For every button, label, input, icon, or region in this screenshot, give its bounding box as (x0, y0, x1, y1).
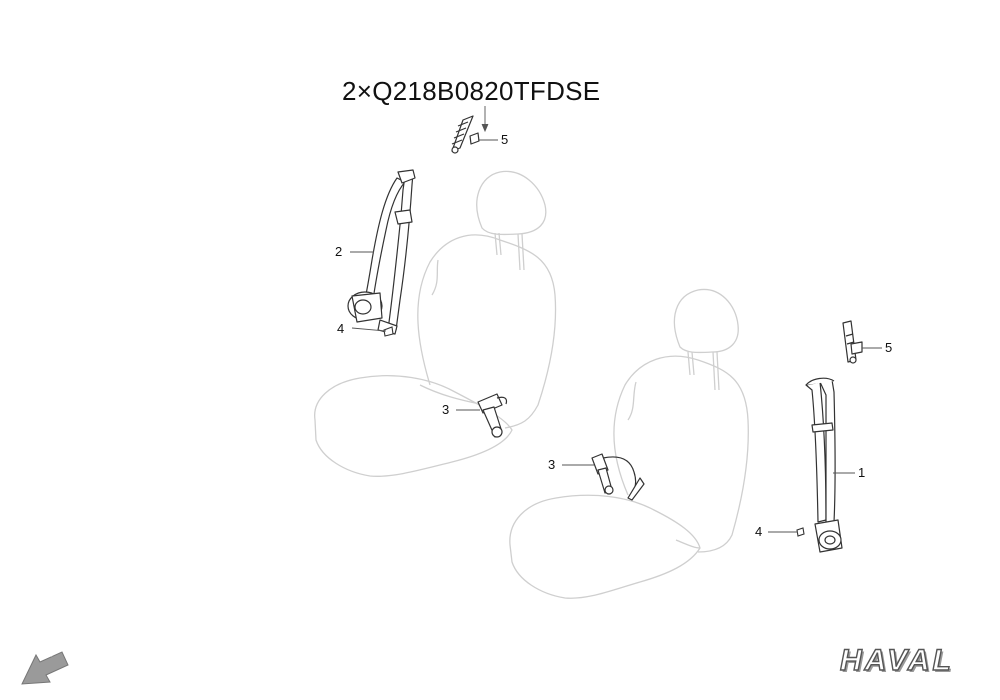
part-3-right-buckle (591, 453, 645, 501)
part-1-retractor-belt (805, 377, 843, 553)
callout-4-right: 4 (755, 524, 763, 539)
left-seat-headrest (476, 170, 547, 236)
right-seat-outline (509, 288, 749, 599)
callout-2: 2 (335, 244, 343, 259)
callout-1: 1 (858, 465, 866, 480)
part-2-retractor-belt (347, 169, 416, 335)
callout-3-right: 3 (548, 457, 556, 472)
part-code-label: 2×Q218B0820TFDSE (342, 76, 601, 106)
left-seat-cushion (314, 375, 513, 477)
front-direction-arrow-icon (21, 651, 69, 685)
callout-5-top: 5 (501, 132, 509, 147)
part-5-right-height-adjuster (842, 320, 863, 364)
part-4-bolts (383, 326, 805, 537)
callout-3-left: 3 (442, 402, 450, 417)
right-seat-cushion (509, 494, 701, 599)
callout-5-right: 5 (885, 340, 893, 355)
part-3-left-buckle (477, 393, 508, 438)
callout-4-left: 4 (337, 321, 345, 336)
left-seat-backrest (417, 234, 557, 429)
right-seat-headrest (673, 288, 739, 354)
right-seat-backrest (613, 355, 749, 553)
leader-lines (350, 106, 882, 533)
brand-logo: HAVAL (839, 643, 954, 677)
part-5-top-height-adjuster (451, 115, 480, 154)
left-seat-outline (314, 170, 557, 477)
